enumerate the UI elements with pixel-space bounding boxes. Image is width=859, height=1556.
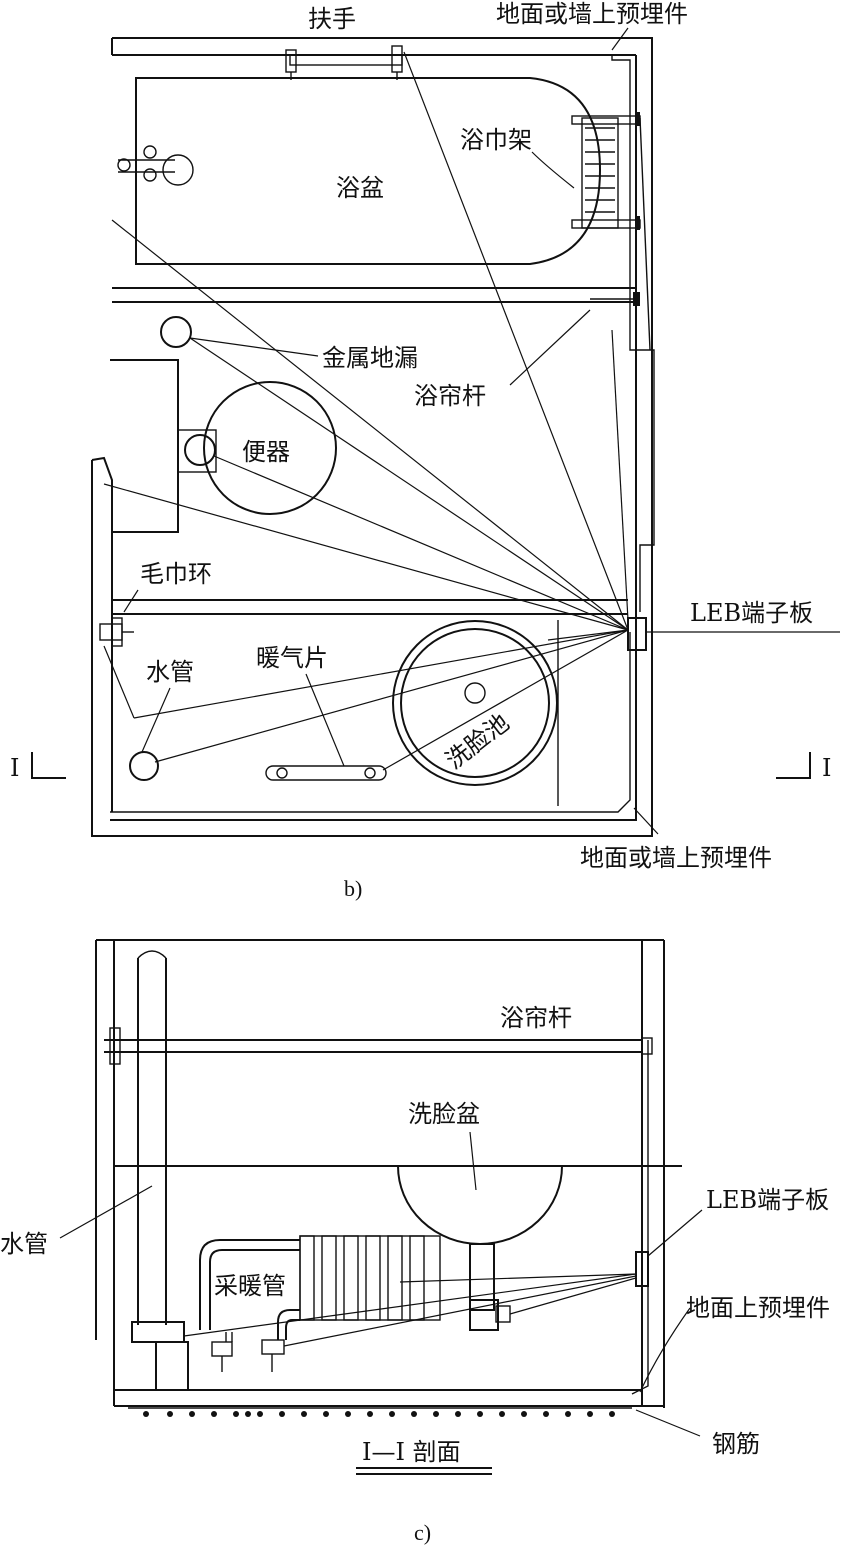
label-radiator: 暖气片 [256,644,328,672]
leb-terminal-plate-section [635,1251,649,1287]
label-shower-rod-section: 浴帘杆 [500,1004,572,1032]
caption-b: b) [344,876,362,901]
plan-left-wall [91,456,113,812]
shower-rod-section [104,1027,653,1065]
plan-view: 扶手 地面或墙上预埋件 浴巾架 浴盆 金属地漏 浴帘杆 便器 毛巾环 LEB端子… [10,0,840,901]
label-heating-pipe: 采暖管 [214,1272,286,1300]
label-leb-plate-plan: LEB端子板 [690,599,813,627]
section-label-right: I [822,754,831,782]
label-water-pipe-plan: 水管 [146,658,194,686]
label-leb-plate-section: LEB端子板 [706,1186,829,1214]
bonding-lines-plan [103,51,629,771]
handrail [285,45,403,80]
washbasin [392,620,559,806]
bathtub [117,77,602,265]
towel-ring [99,617,134,647]
section-marker-right [776,752,811,779]
label-embedded-top: 地面或墙上预埋件 [496,0,688,28]
plan-outer-wall [91,37,653,837]
section-label-left: I [10,754,19,782]
rebar-dots [128,1407,632,1417]
label-towel-rack: 浴巾架 [460,126,532,154]
label-floor-embedded: 地面上预埋件 [686,1294,830,1322]
bonding-lines-section [183,1273,637,1347]
label-washbasin-plan: 洗脸池 [440,708,514,774]
label-handrail: 扶手 [308,5,356,33]
washbasin-section [397,1165,563,1331]
label-embedded-bottom: 地面或墙上预埋件 [580,844,772,872]
embedded-part-top [611,55,631,68]
radiator [265,765,387,781]
section-title: I—I 剖面 [362,1438,461,1466]
label-towel-ring: 毛巾环 [140,560,212,588]
label-washbasin-section: 洗脸盆 [408,1100,480,1128]
label-shower-rod-plan: 浴帘杆 [414,382,486,410]
heating-pipe-radiator [199,1235,441,1372]
label-floor-drain: 金属地漏 [322,344,418,372]
label-bathtub: 浴盆 [336,174,384,202]
label-rebar: 钢筋 [712,1430,760,1458]
section-leaders [59,1131,703,1437]
bonding-conductor-right [629,68,655,612]
water-pipe-section [131,950,189,1391]
plan-leaders [123,27,840,835]
bonding-conductor-bottom [110,632,631,813]
caption-c: c) [414,1520,431,1545]
shower-rod-plan [112,287,640,306]
water-pipe-plan [129,751,159,781]
label-water-pipe-section: 水管 [0,1230,48,1258]
label-toilet: 便器 [242,438,290,466]
section-marker-left [31,752,66,779]
toilet [110,359,337,533]
section-view: 浴帘杆 洗脸盆 水管 LEB端子板 采暖管 地面上预埋件 钢筋 I—I 剖面 c… [0,939,830,1545]
metal-floor-drain [160,316,192,348]
leb-terminal-plate-plan [627,617,647,651]
